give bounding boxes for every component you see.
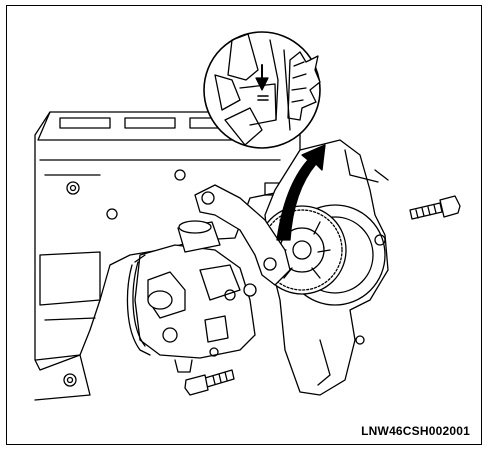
bolt-icon xyxy=(409,195,461,220)
figure-id-label: LNW46CSH002001 xyxy=(361,424,470,438)
rotation-arrow-icon xyxy=(276,144,326,241)
timing-mark-detail xyxy=(203,31,321,149)
bolt-icon xyxy=(184,369,235,396)
pump-bracket xyxy=(194,184,291,286)
supply-pump xyxy=(126,220,257,373)
